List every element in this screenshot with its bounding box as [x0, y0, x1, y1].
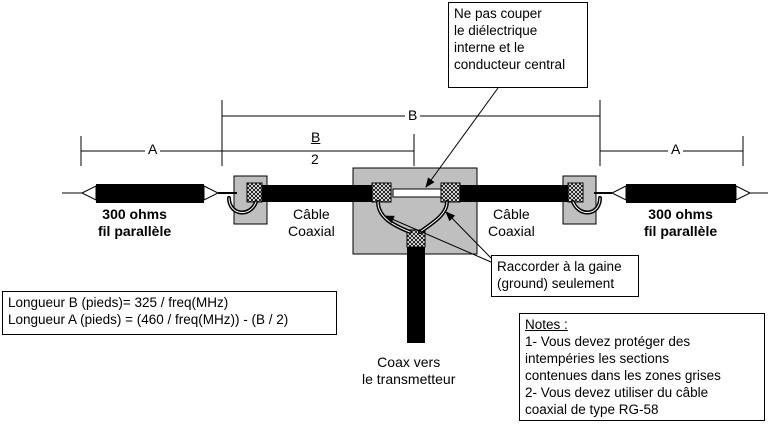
formula-b: Longueur B (pieds)= 325 / freq(MHz): [8, 295, 229, 310]
label-300-ohms-right: 300 ohms fil parallèle: [644, 206, 718, 239]
notes-box: Notes : 1- Vous devez protéger des intem…: [519, 313, 765, 421]
label-coax-left: Câble Coaxial: [288, 206, 335, 239]
coax-left: [256, 185, 372, 202]
callout-ground: Raccorder à la gaine (ground) seulement: [491, 255, 639, 297]
dimension-b-half-numerator: B: [309, 129, 323, 146]
formulas-box: Longueur B (pieds)= 325 / freq(MHz) Long…: [2, 291, 337, 335]
callout-dielectric: Ne pas couper le diélectrique interne et…: [448, 2, 588, 88]
twin-lead-right: [594, 184, 768, 203]
ground-pointer-2: [384, 215, 492, 263]
notes-title: Notes :: [525, 317, 568, 332]
twin-lead-left: [62, 184, 237, 203]
label-300-ohms-left: 300 ohms fil parallèle: [98, 206, 172, 239]
dimension-a-left: A: [145, 141, 161, 158]
formula-a: Longueur A (pieds) = (460 / freq(MHz)) -…: [8, 312, 289, 327]
coax-right: [458, 185, 574, 202]
exposed-dielectric: [392, 188, 442, 198]
dimension-b: B: [405, 107, 421, 124]
braid-sections: [246, 182, 584, 248]
dimension-b-half-denominator: 2: [311, 151, 319, 167]
ground-pointer-1: [445, 211, 492, 259]
notes-body: 1- Vous devez protéger des intempéries l…: [525, 334, 721, 417]
feed-coax: [407, 247, 425, 343]
label-coax-right: Câble Coaxial: [488, 206, 535, 239]
label-feed-coax: Coax vers le transmetteur: [362, 354, 456, 387]
dimension-a-right: A: [668, 141, 684, 158]
top-callout-pointer: [425, 87, 499, 188]
